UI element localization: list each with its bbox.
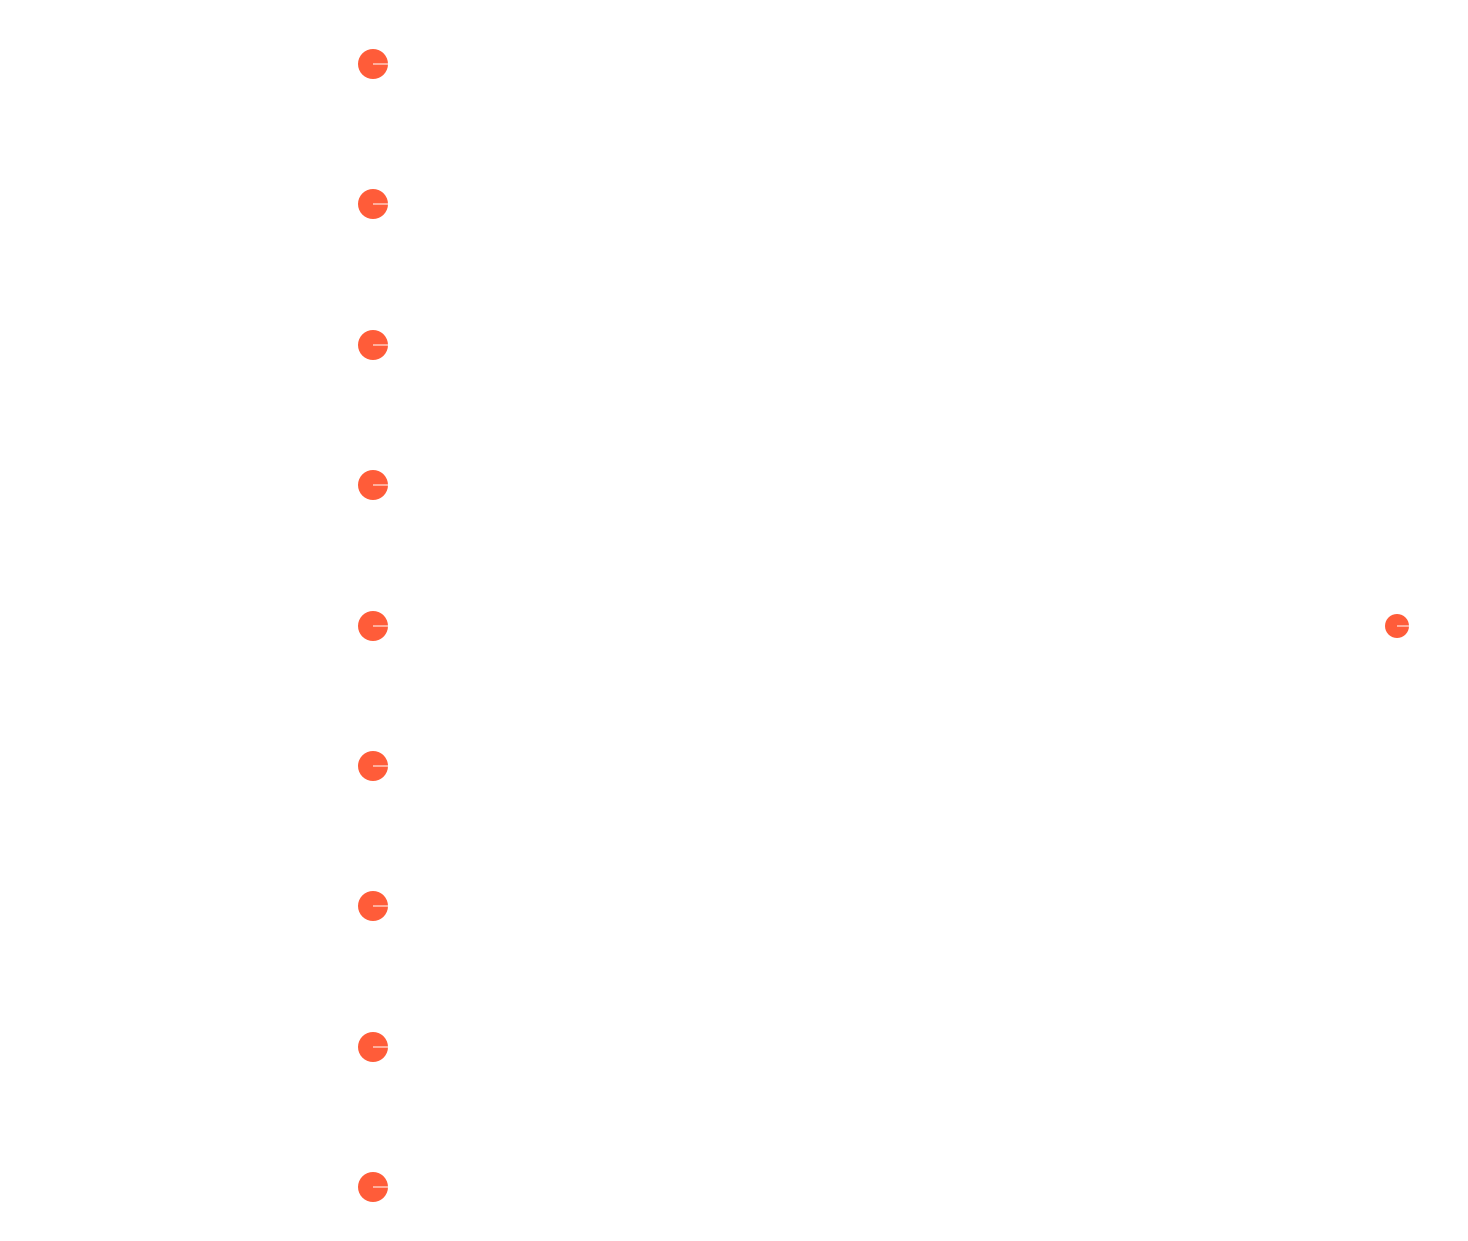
left-node-2[interactable] bbox=[358, 189, 388, 219]
left-node-3[interactable] bbox=[358, 330, 388, 360]
left-node-5[interactable] bbox=[358, 611, 388, 641]
right-node-1[interactable] bbox=[1385, 614, 1409, 638]
left-node-4[interactable] bbox=[358, 470, 388, 500]
left-node-9[interactable] bbox=[358, 1172, 388, 1202]
left-node-1[interactable] bbox=[358, 49, 388, 79]
left-node-8[interactable] bbox=[358, 1032, 388, 1062]
left-node-7[interactable] bbox=[358, 891, 388, 921]
left-node-column bbox=[358, 49, 388, 1202]
left-node-6[interactable] bbox=[358, 751, 388, 781]
right-node-column bbox=[1385, 614, 1409, 638]
